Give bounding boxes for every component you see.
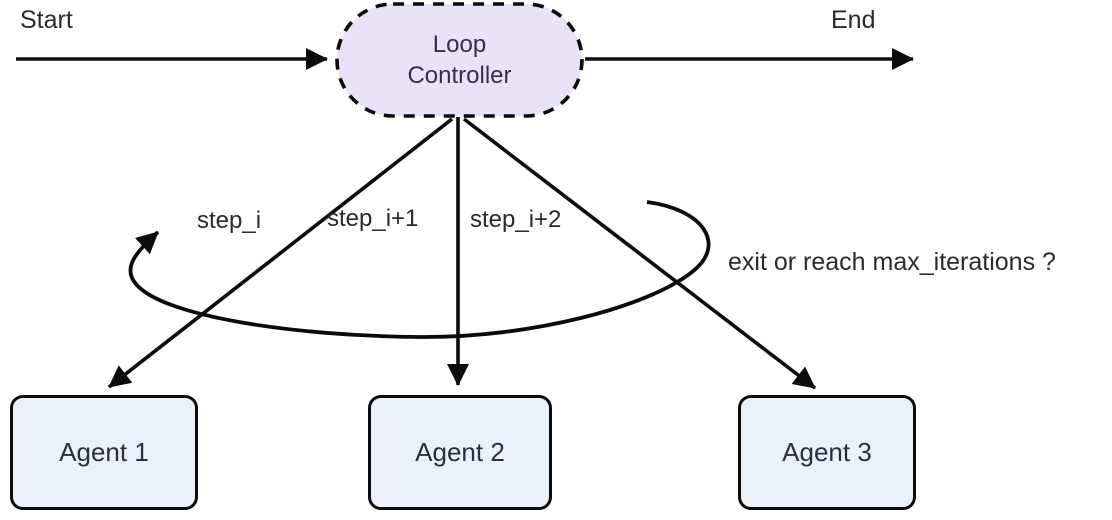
start-label: Start bbox=[20, 6, 73, 34]
agent-1-node: Agent 1 bbox=[10, 395, 198, 510]
edge-step-i-arrow bbox=[107, 117, 454, 389]
loop-controller-node-shape bbox=[335, 2, 584, 118]
loop-controller-label-line2: Controller bbox=[407, 62, 512, 89]
edge-label-step-i: step_i bbox=[197, 207, 262, 234]
agent-1-label: Agent 1 bbox=[59, 437, 149, 467]
edge-label-step-i1: step_i+1 bbox=[327, 205, 419, 232]
edge-step-i2-arrow bbox=[462, 117, 817, 390]
agent-2-node: Agent 2 bbox=[368, 395, 552, 510]
end-label: End bbox=[831, 6, 876, 34]
loop-controller-node: Loop Controller bbox=[337, 4, 582, 116]
agent-3-label: Agent 3 bbox=[782, 437, 872, 467]
edge-label-step-i2: step_i+2 bbox=[470, 206, 562, 233]
loop-controller-label-line1: Loop bbox=[432, 31, 487, 58]
loop-back-arc-arrow bbox=[128, 200, 711, 339]
agent-3-node: Agent 3 bbox=[738, 395, 916, 510]
loop-condition-label: exit or reach max_iterations ? bbox=[728, 248, 1056, 276]
agent-2-label: Agent 2 bbox=[415, 437, 505, 467]
